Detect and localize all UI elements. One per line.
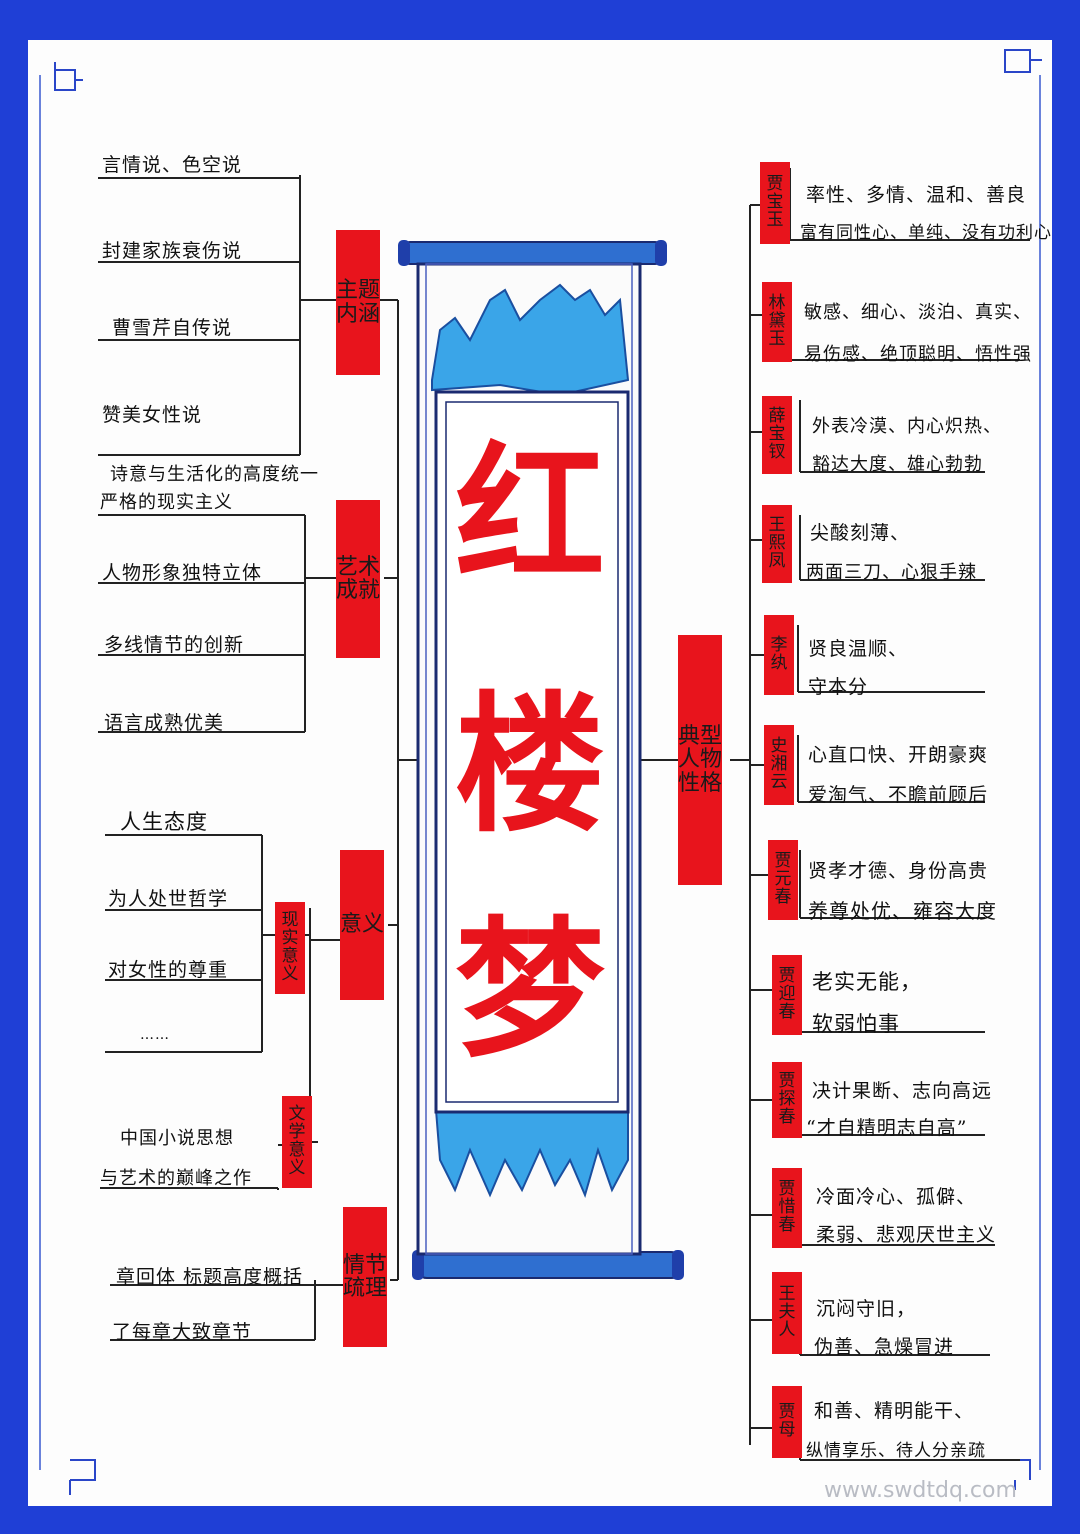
character-trait-2b: 易伤感、绝顶聪明、悟性强 <box>804 344 1032 365</box>
real-item-2: 为人处世哲学 <box>108 888 229 910</box>
plot-label: 情节疏理 <box>343 1207 387 1347</box>
character-name-1: 贾宝玉 <box>760 162 790 244</box>
character-trait-1a: 率性、多情、温和、善良 <box>806 184 1027 206</box>
character-name-5: 李纨 <box>764 615 794 695</box>
wave-decoration <box>434 1109 629 1198</box>
character-trait-11a: 沉闷守旧， <box>816 1298 917 1320</box>
literary-meaning-label: 文学意义 <box>282 1096 312 1188</box>
plot-item-2: 了每章大致章节 <box>112 1321 253 1343</box>
character-name-4: 王熙凤 <box>762 505 792 583</box>
title-char-1: 红 <box>454 427 605 603</box>
literary-item-1: 中国小说思想 <box>120 1128 234 1149</box>
character-trait-6a: 心直口快、开朗豪爽 <box>808 744 989 766</box>
literary-item-2: 与艺术的巅峰之作 <box>100 1168 252 1189</box>
character-trait-2a: 敏感、细心、淡泊、真实、 <box>804 302 1032 323</box>
art-label: 艺术成就 <box>336 500 380 658</box>
character-trait-8b: 软弱怕事 <box>812 1012 900 1036</box>
character-trait-5b: 守本分 <box>808 676 869 698</box>
character-trait-4a: 尖酸刻薄、 <box>810 522 911 544</box>
character-trait-5a: 贤良温顺、 <box>808 638 909 660</box>
character-name-9: 贾探春 <box>772 1062 802 1138</box>
title-char-3: 梦 <box>454 902 605 1078</box>
theme-item-1: 言情说、色空说 <box>102 154 243 176</box>
character-trait-7b: 养尊处优、雍容大度 <box>808 899 997 923</box>
art-item-1: 诗意与生活化的高度统一 <box>110 464 319 485</box>
character-trait-7a: 贤孝才德、身份高贵 <box>808 860 989 882</box>
character-trait-10b: 柔弱、悲观厌世主义 <box>816 1224 997 1246</box>
character-trait-9b: “才自精明志自高” <box>806 1117 968 1139</box>
character-name-12: 贾母 <box>772 1386 802 1458</box>
meaning-label: 意义 <box>340 850 384 1000</box>
real-meaning-label: 现实意义 <box>275 902 305 994</box>
character-name-2: 林黛玉 <box>762 282 792 362</box>
character-trait-3a: 外表冷漠、内心炽热、 <box>812 416 1002 437</box>
art-item-2: 严格的现实主义 <box>100 492 233 513</box>
art-item-5: 语言成熟优美 <box>104 712 225 734</box>
art-item-4: 多线情节的创新 <box>104 634 245 656</box>
character-trait-10a: 冷面冷心、孤僻、 <box>816 1186 977 1208</box>
character-name-3: 薛宝钗 <box>762 396 792 474</box>
character-name-11: 王夫人 <box>772 1272 802 1354</box>
character-trait-9a: 决计果断、志向高远 <box>812 1080 993 1102</box>
character-name-6: 史湘云 <box>764 725 794 805</box>
title-frame <box>434 390 630 1114</box>
character-trait-8a: 老实无能， <box>812 970 922 994</box>
theme-item-2: 封建家族衰伤说 <box>102 240 243 262</box>
watermark-text: www.swdtdq.com <box>824 1478 1017 1503</box>
art-item-3: 人物形象独特立体 <box>102 562 263 584</box>
character-trait-3b: 豁达大度、雄心勃勃 <box>812 454 983 475</box>
character-trait-12a: 和善、精明能干、 <box>814 1400 975 1422</box>
real-item-3: 对女性的尊重 <box>108 959 229 981</box>
character-name-10: 贾惜春 <box>772 1168 802 1248</box>
scroll-top-rod <box>398 240 667 266</box>
theme-item-4: 赞美女性说 <box>102 404 203 426</box>
scroll-bottom-rod <box>412 1250 684 1280</box>
character-trait-4b: 两面三刀、心狠手辣 <box>806 562 977 583</box>
character-trait-1b: 富有同性心、单纯、没有功利心 <box>800 223 1052 243</box>
plot-item-1: 章回体 标题高度概括 <box>116 1266 304 1288</box>
character-trait-11b: 伪善、急燥冒进 <box>814 1336 955 1358</box>
real-item-1: 人生态度 <box>120 810 208 834</box>
real-item-4: …… <box>140 1027 170 1043</box>
character-trait-12b: 纵情享乐、待人分亲疏 <box>806 1441 986 1461</box>
theme-label: 主题内涵 <box>336 230 380 375</box>
title-char-2: 楼 <box>454 677 605 853</box>
character-name-7: 贾元春 <box>768 840 798 920</box>
characters-label: 典型人物性格 <box>678 635 722 885</box>
character-name-8: 贾迎春 <box>772 955 802 1035</box>
character-trait-6b: 爱淘气、不瞻前顾后 <box>808 784 989 806</box>
theme-item-3: 曹雪芹自传说 <box>112 317 233 339</box>
